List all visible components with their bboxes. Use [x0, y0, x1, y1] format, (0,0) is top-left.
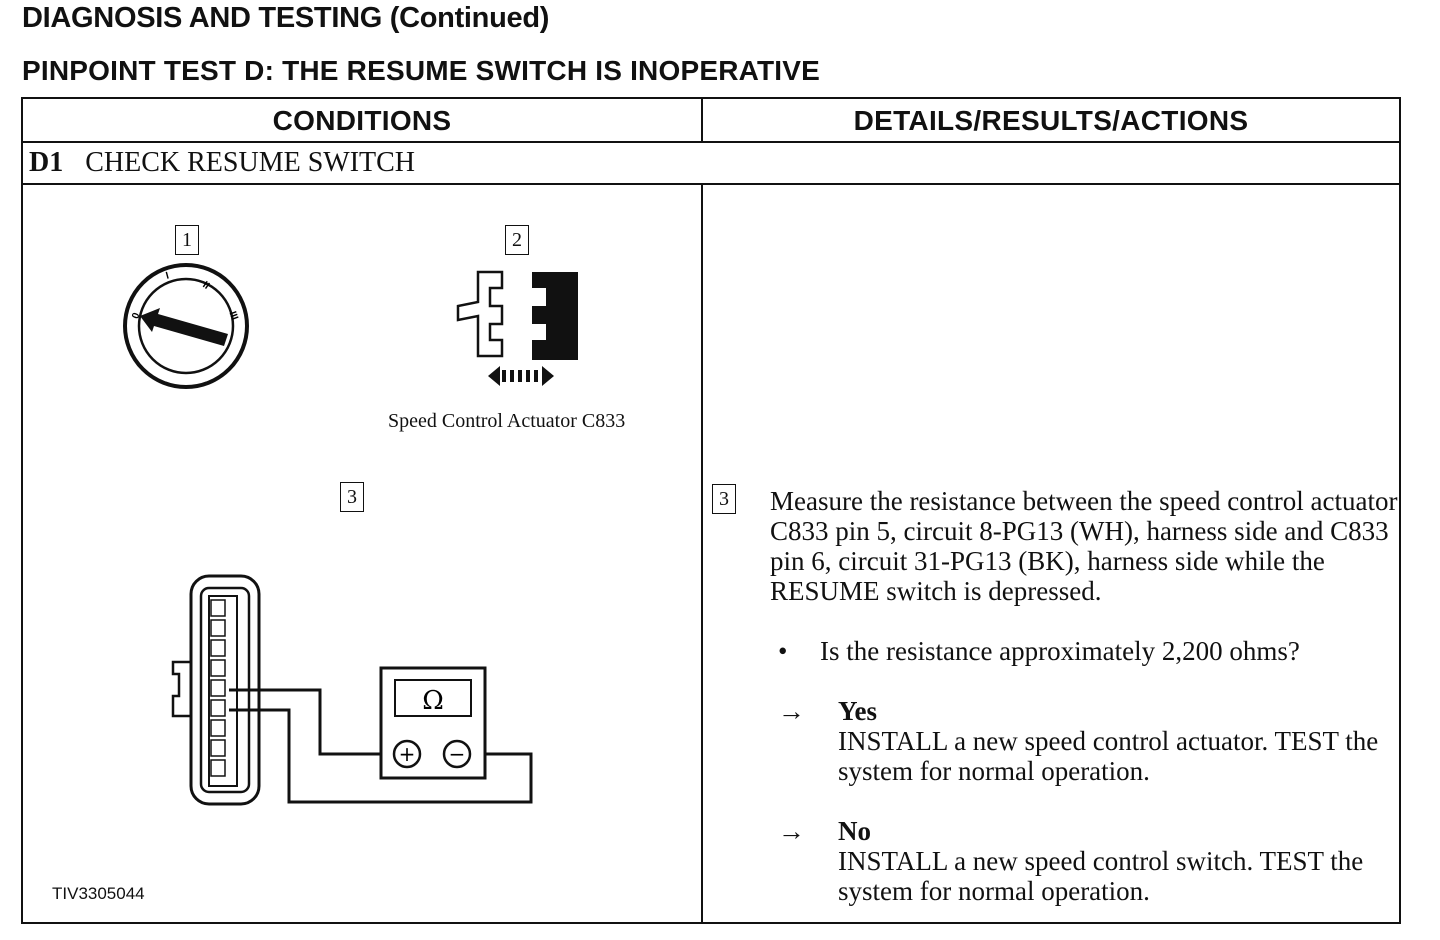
actuator-label: Speed Control Actuator C833 [388, 410, 626, 432]
ignition-switch-icon: 0 I II III [123, 263, 249, 389]
ignition-mark-1: I [165, 270, 171, 281]
yes-result: → Yes INSTALL a new speed control actuat… [778, 696, 1398, 786]
column-divider [701, 183, 703, 922]
bullet-icon: • [778, 636, 788, 666]
callout-2: 2 [505, 225, 529, 255]
step-rule [23, 183, 1399, 185]
question-text: Is the resistance approximately 2,200 oh… [820, 636, 1300, 666]
details-instruction: Measure the resistance between the speed… [770, 486, 1400, 606]
ohmmeter-test-diagram: Ω + − [171, 574, 533, 806]
meter-symbol: Ω [422, 686, 444, 716]
details-header: DETAILS/RESULTS/ACTIONS [853, 105, 1249, 136]
step-id: D1 [29, 147, 64, 178]
yes-action: INSTALL a new speed control actuator. TE… [838, 726, 1379, 786]
ignition-mark-2: II [200, 280, 211, 292]
key-arrow-icon [140, 308, 228, 346]
question-row: • Is the resistance approximately 2,200 o… [778, 636, 1300, 667]
meter-plus-terminal: + [399, 742, 416, 766]
no-label: No [838, 816, 871, 846]
conditions-header: CONDITIONS [272, 105, 452, 136]
callout-3: 3 [340, 482, 364, 512]
pinpoint-test-table: CONDITIONS DETAILS/RESULTS/ACTIONS D1 CHE… [21, 97, 1401, 924]
instruction-text: Measure the resistance between the speed… [770, 486, 1398, 606]
page-title: DIAGNOSIS AND TESTING (Continued) [22, 2, 550, 34]
arrow-right-icon: → [778, 696, 805, 726]
step-row: D1 CHECK RESUME SWITCH [29, 147, 415, 179]
arrow-right-icon: → [778, 816, 805, 846]
details-step-callout: 3 [712, 484, 736, 514]
callout-1: 1 [175, 225, 199, 255]
ignition-mark-0: 0 [130, 311, 142, 320]
ignition-mark-3: III [227, 310, 240, 322]
no-action: INSTALL a new speed control switch. TEST… [838, 846, 1364, 906]
figure-id: TIV3305044 [52, 884, 145, 903]
step-title: CHECK RESUME SWITCH [85, 147, 416, 178]
test-title: PINPOINT TEST D: THE RESUME SWITCH IS IN… [22, 55, 820, 86]
yes-label: Yes [838, 696, 877, 726]
meter-minus-terminal: − [449, 742, 466, 766]
header-divider [701, 99, 703, 143]
header-rule [23, 141, 1399, 143]
no-result: → No INSTALL a new speed control switch.… [778, 816, 1398, 906]
connector-disconnect-icon [456, 270, 578, 386]
